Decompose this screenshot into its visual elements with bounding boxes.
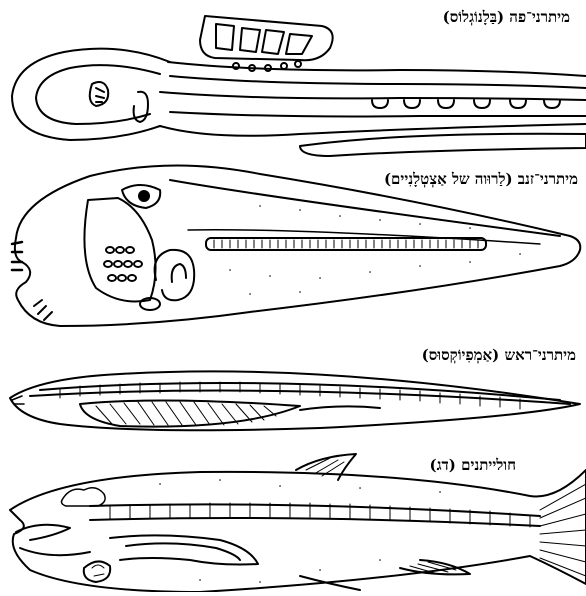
- label-hemichordata: מיתרני־פה (בַּלָנוֹגְלוֹס): [443, 8, 570, 26]
- gut-loop: [155, 250, 195, 300]
- notochord: [206, 238, 486, 250]
- brain: [62, 488, 106, 506]
- stipple: [160, 480, 440, 582]
- notochord-hatching: [214, 240, 478, 248]
- gill-slit: [240, 28, 260, 52]
- ventral-fold: [300, 134, 586, 156]
- gonad: [404, 100, 420, 108]
- gill-slit: [106, 247, 114, 253]
- fish-drawing: [10, 454, 586, 592]
- gonad: [372, 100, 388, 108]
- label-vertebrata: חולייתנים (דג): [430, 456, 517, 474]
- gut-line-lower: [170, 112, 586, 117]
- gill-slit: [134, 261, 142, 267]
- gonad: [474, 100, 490, 108]
- adhesive-papillae: [34, 300, 52, 320]
- gill-slit: [128, 275, 136, 281]
- balanoglossus-drawing: [12, 16, 586, 156]
- eye-spot: [139, 191, 149, 201]
- tunicate-larva-drawing: [12, 165, 580, 326]
- gill-slit: [114, 261, 122, 267]
- gill-shield-outline: [200, 16, 333, 60]
- gill-slit: [108, 275, 116, 281]
- gonad: [544, 100, 560, 108]
- gill-slit: [104, 261, 112, 267]
- gill-slit: [118, 275, 126, 281]
- pelvic-fin: [300, 576, 360, 590]
- vertebral-column-bottom: [90, 518, 540, 526]
- larva-outline: [15, 165, 580, 326]
- gill-slit: [262, 30, 284, 54]
- amphioxus-drawing: [10, 371, 580, 430]
- gill-slit: [124, 261, 132, 267]
- heart-detail: [92, 565, 104, 576]
- jaw-lower: [20, 548, 90, 555]
- vertebral-column-top: [90, 504, 540, 516]
- heart: [84, 561, 110, 582]
- label-urochordata: מיתרני־זנב (לַרוּוה של אַצְטְלָנִיים): [384, 170, 578, 188]
- body-dorsal-inner: [170, 76, 586, 88]
- amphioxus-outline: [10, 371, 580, 430]
- gut: [300, 406, 380, 410]
- gut-loop-inner: [172, 264, 186, 282]
- gill-slit: [286, 34, 312, 54]
- gill-pore: [295, 61, 301, 67]
- body-dorsal-line: [168, 62, 586, 76]
- gut: [110, 535, 258, 564]
- gill-slit: [216, 24, 234, 50]
- caudal-fin-rays: [540, 484, 586, 576]
- gut-line: [160, 92, 586, 100]
- gill-pore: [281, 63, 287, 69]
- label-cephalochordata: מיתרני־ראש (אַמְפִיוֹקְסוּס): [422, 346, 576, 364]
- dorsal-nerve-tube: [170, 180, 560, 236]
- pharynx: [84, 198, 155, 302]
- gill-bars: [96, 402, 276, 425]
- gill-slit: [116, 247, 124, 253]
- rosette-detail: [96, 88, 104, 102]
- proboscis-inner: [36, 65, 160, 124]
- pharynx: [80, 400, 300, 426]
- gonad: [510, 100, 526, 108]
- gonad: [438, 100, 454, 108]
- tail-axis: [188, 230, 540, 244]
- gill-slit: [126, 247, 134, 253]
